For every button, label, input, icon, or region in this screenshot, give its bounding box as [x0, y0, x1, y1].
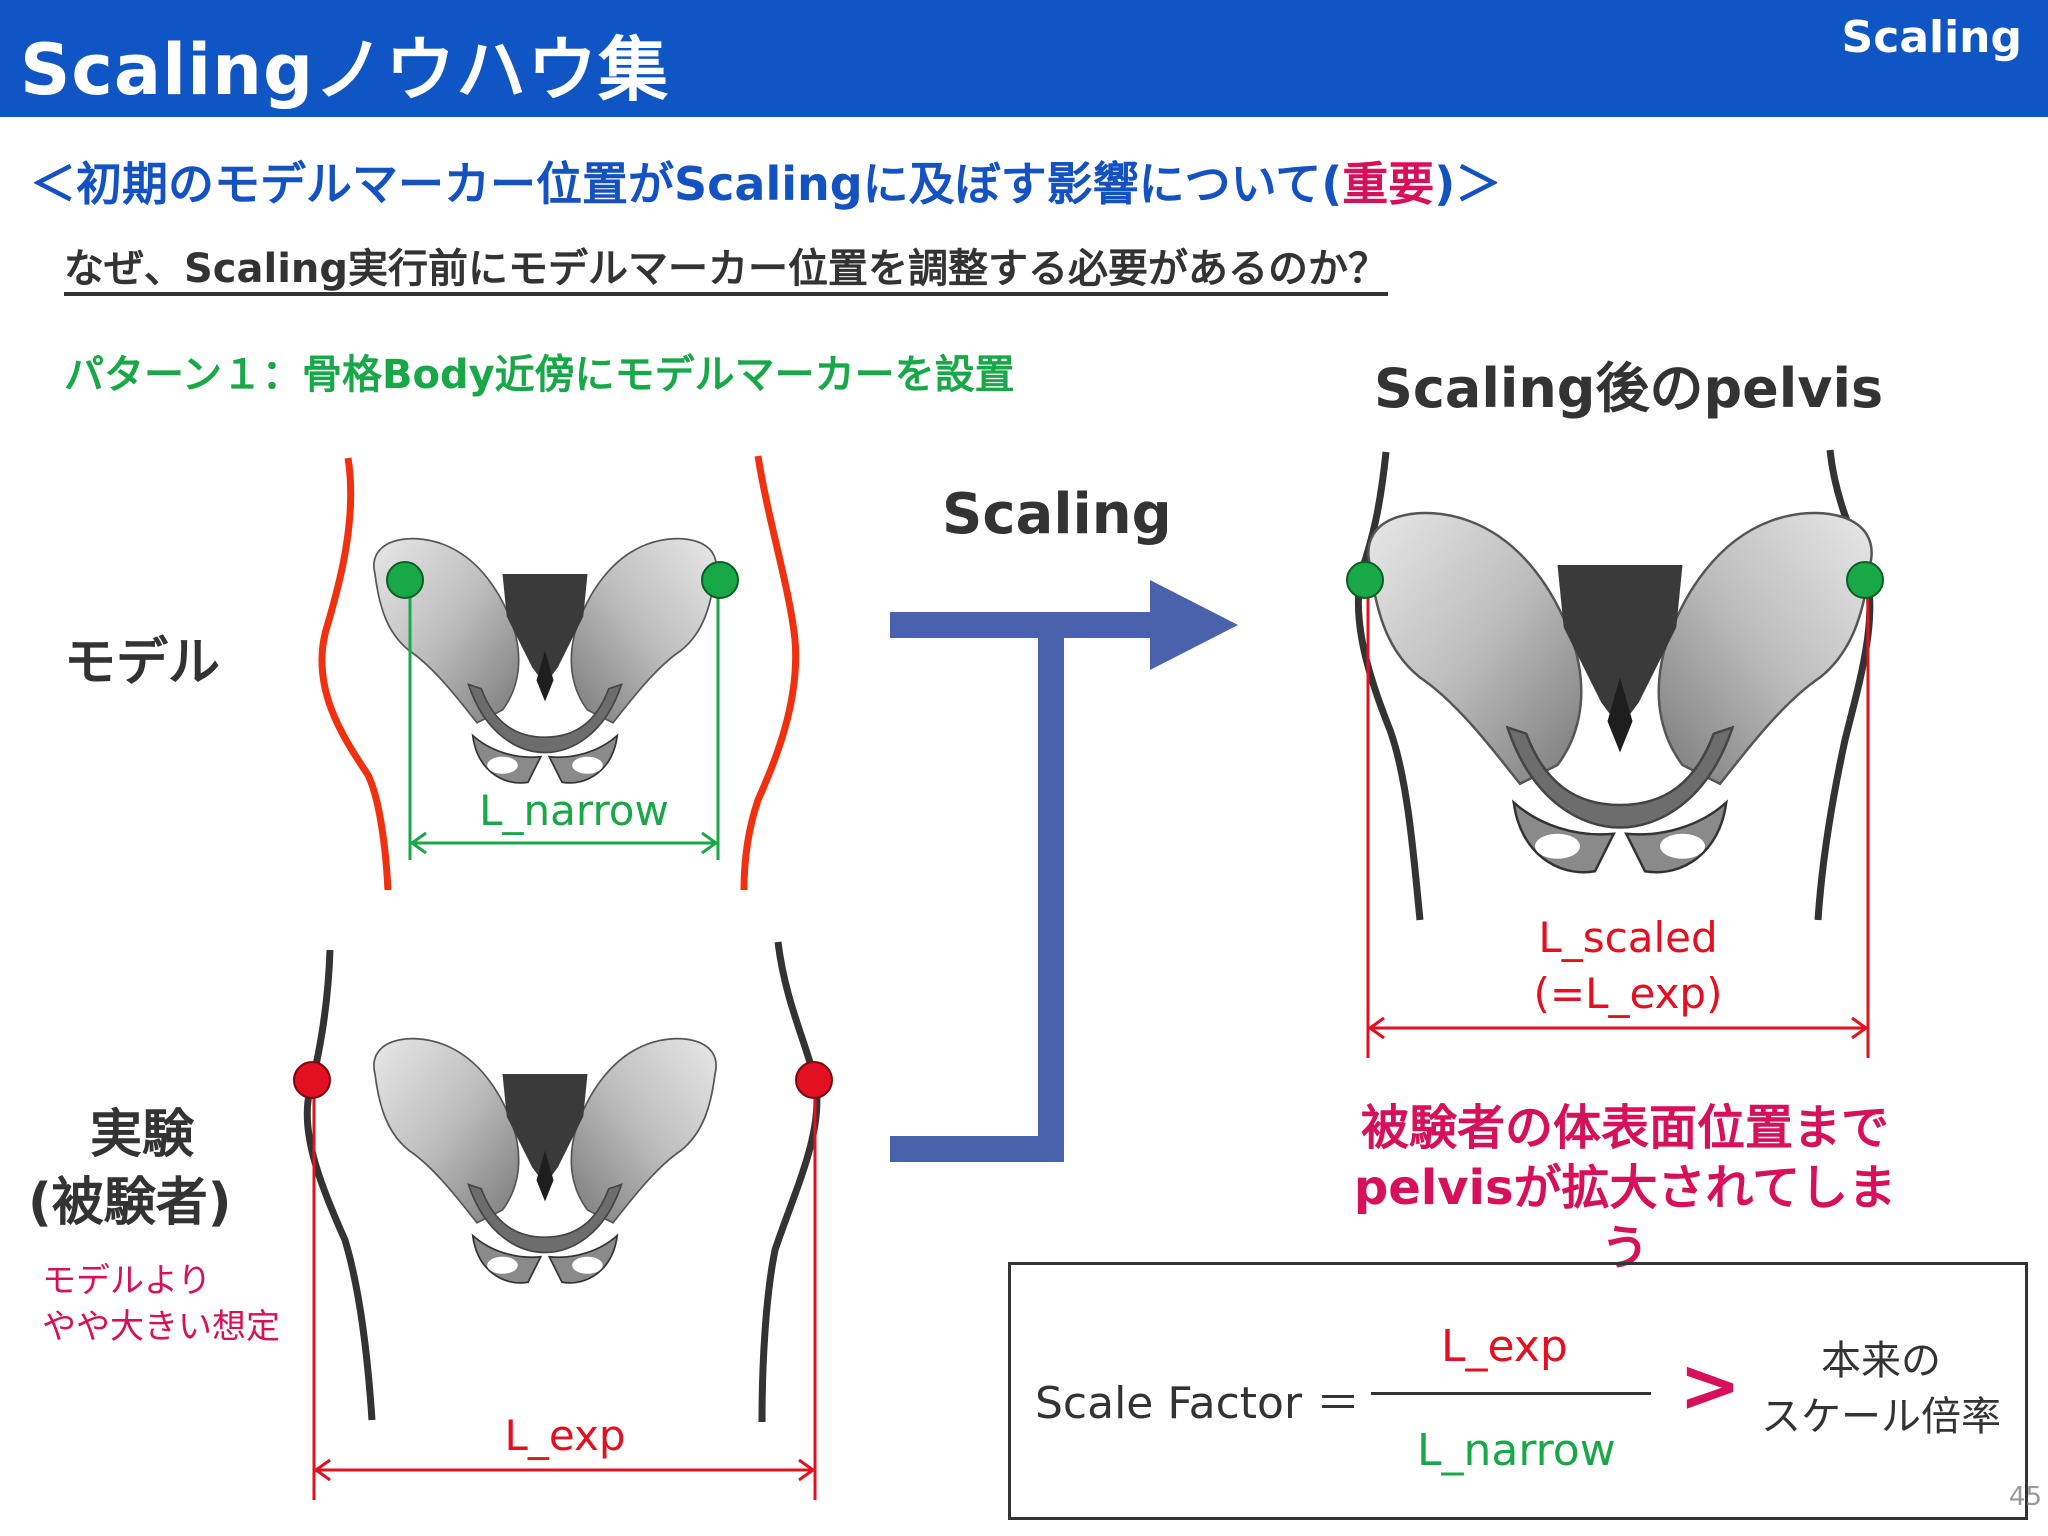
exp-arrow-right	[798, 1458, 816, 1482]
pattern-heading: パターン１：骨格Body近傍にモデルマーカーを設置	[64, 352, 1015, 398]
subtitle-prefix: ＜初期のモデルマーカー位置がScalingに及ぼす影響について(	[30, 157, 1343, 211]
exp-dimension-label: L_exp	[504, 1411, 625, 1460]
subject-marker-left	[293, 1061, 331, 1099]
size-assumption-note: モデルより やや大きい想定	[42, 1258, 280, 1350]
exp-arrow-left	[313, 1458, 331, 1482]
scaled-dimension-label: L_scaled	[1538, 913, 1717, 962]
model-pelvis	[373, 537, 717, 784]
result-line-2: pelvisが拡大されてしまう	[1353, 1160, 1897, 1276]
subtitle-important: 重要	[1342, 157, 1435, 211]
subject-body-outline-right	[758, 941, 821, 1423]
scaled-marker-right	[1846, 561, 1884, 599]
page-number: 45	[2008, 1482, 2042, 1512]
note-line-2: やや大きい想定	[42, 1307, 280, 1347]
section-tag: Scaling	[1841, 12, 2022, 63]
arrow-bottom-shaft	[890, 1136, 1064, 1162]
subject-pelvis	[373, 1037, 717, 1284]
experiment-row-label: 実験	[90, 1105, 195, 1165]
scaling-arrow-label: Scaling	[942, 482, 1172, 547]
model-body-outline-left	[318, 457, 392, 891]
greater-than-sign: >	[1679, 1343, 1742, 1429]
result-line-1: 被験者の体表面位置まで	[1360, 1100, 1889, 1156]
formula-numerator: L_exp	[1441, 1321, 1568, 1372]
original-line-1: 本来の	[1821, 1338, 1941, 1384]
original-line-2: スケール倍率	[1761, 1394, 2001, 1440]
after-scaling-title: Scaling後のpelvis	[1374, 357, 1884, 420]
subject-body-outline-left	[303, 949, 376, 1421]
arrow-top-shaft	[890, 612, 1160, 638]
narrow-dimension-label: L_narrow	[479, 786, 669, 835]
narrow-arrow-right	[701, 831, 719, 855]
model-marker-left	[386, 561, 424, 599]
page-title: Scalingノウハウ集	[20, 29, 670, 111]
scaled-dimension-note: (=L_exp)	[1534, 969, 1723, 1018]
subtitle-suffix: )＞	[1434, 157, 1502, 211]
note-line-1: モデルより	[42, 1261, 212, 1301]
model-row-label: モデル	[64, 633, 221, 693]
subject-marker-right	[795, 1061, 833, 1099]
formula-fraction-bar	[1371, 1392, 1651, 1395]
scaled-marker-left	[1346, 561, 1384, 599]
question-heading: なぜ、Scaling実行前にモデルマーカー位置を調整する必要があるのか？	[64, 246, 1389, 292]
model-body-outline-right	[740, 455, 800, 891]
original-scale-label: 本来の スケール倍率	[1751, 1333, 2011, 1445]
model-marker-right	[701, 561, 739, 599]
scaling-result-message: 被験者の体表面位置まで pelvisが拡大されてしまう	[1340, 1098, 1910, 1278]
scale-factor-label: Scale Factor ＝	[1035, 1378, 1361, 1429]
slide-subtitle: ＜初期のモデルマーカー位置がScalingに及ぼす影響について(重要)＞	[30, 148, 1501, 214]
subject-row-label: (被験者)	[28, 1173, 232, 1233]
scaled-arrow-left	[1367, 1016, 1385, 1040]
formula-denominator: L_narrow	[1417, 1425, 1616, 1476]
header-bar: Scalingノウハウ集 Scaling	[0, 0, 2048, 117]
arrow-head	[1150, 580, 1238, 670]
scaled-arrow-right	[1851, 1016, 1869, 1040]
arrow-vertical-connector	[1038, 638, 1064, 1162]
scaled-pelvis	[1367, 511, 1873, 874]
scale-factor-formula-box: Scale Factor ＝ L_exp L_narrow > 本来の スケール…	[1008, 1262, 2028, 1520]
narrow-arrow-left	[409, 831, 427, 855]
